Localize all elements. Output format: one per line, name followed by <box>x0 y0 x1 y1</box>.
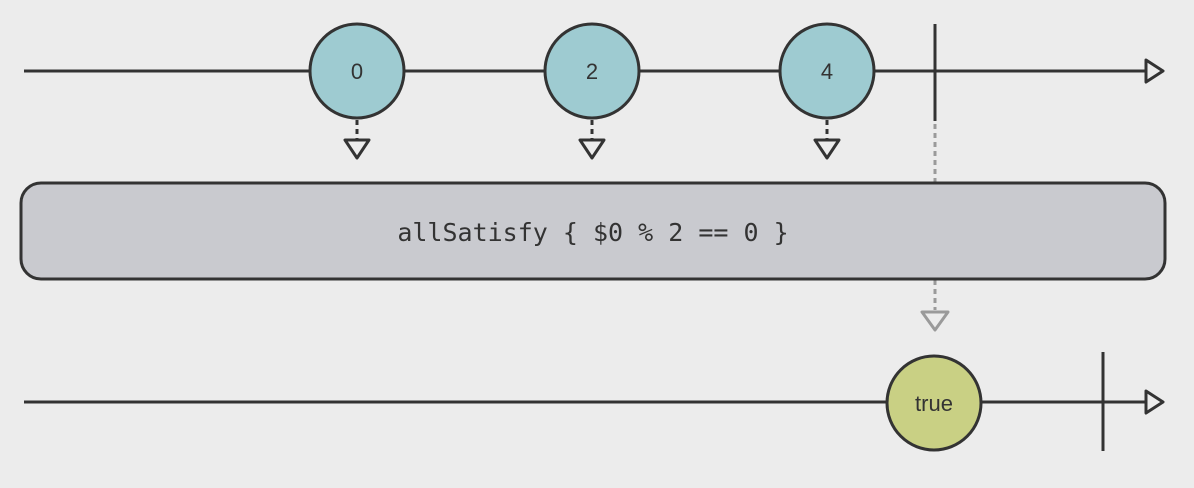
output-marble-label: true <box>915 391 953 416</box>
completion-connector <box>920 124 950 332</box>
down-arrow-icon <box>813 138 841 160</box>
input-marble-label-0: 0 <box>351 59 363 84</box>
output-marble-circle <box>885 354 983 452</box>
output-timeline <box>24 352 1165 451</box>
input-marble-label-2: 4 <box>821 59 833 84</box>
operator-box-rect <box>19 181 1167 281</box>
input-marble: 4 <box>778 22 876 120</box>
input-timeline-arrow-icon <box>1144 58 1165 84</box>
down-arrow-icon <box>578 138 606 160</box>
input-marble: 2 <box>543 22 641 120</box>
down-arrow-icon <box>920 310 950 332</box>
down-arrow-icon <box>343 138 371 160</box>
input-connectors <box>343 120 841 160</box>
operator-box: allSatisfy { $0 % 2 == 0 } <box>19 181 1167 281</box>
output-marble: true <box>885 354 983 452</box>
input-marble: 0 <box>308 22 406 120</box>
operator-label: allSatisfy { $0 % 2 == 0 } <box>397 218 788 247</box>
input-marble-circle-0 <box>308 22 406 120</box>
input-marble-circle-2 <box>778 22 876 120</box>
output-timeline-arrow-icon <box>1144 389 1165 415</box>
input-marble-circle-1 <box>543 22 641 120</box>
input-marble-label-1: 2 <box>586 59 598 84</box>
